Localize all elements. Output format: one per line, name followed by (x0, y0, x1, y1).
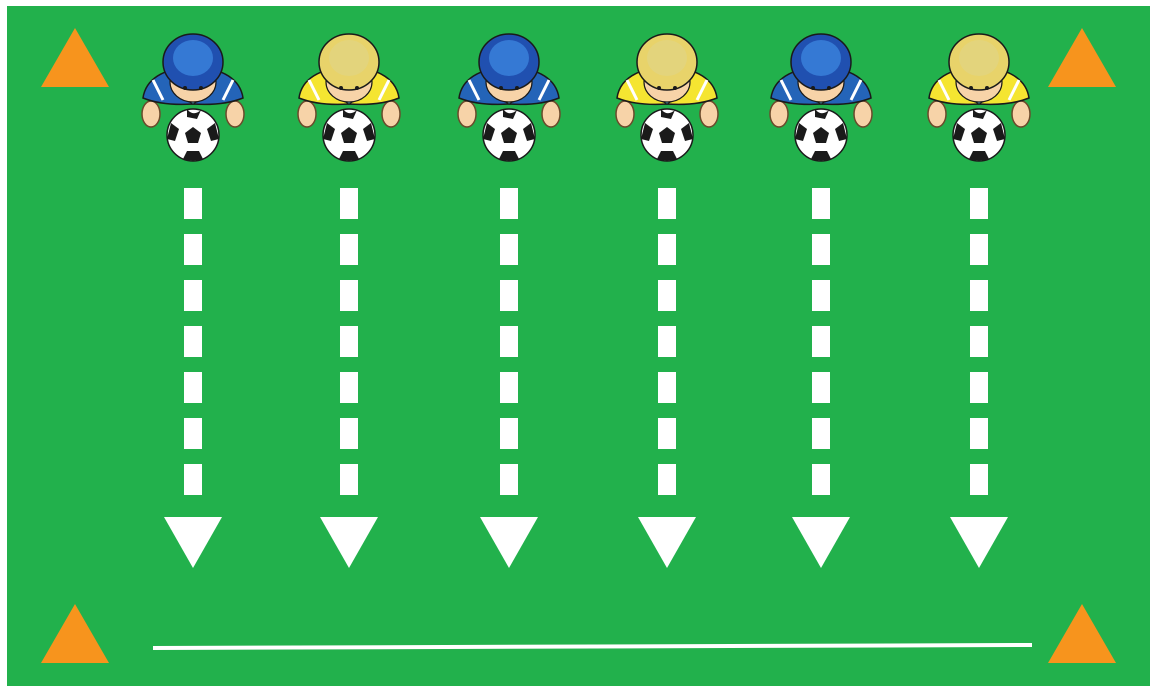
soccer-ball (795, 109, 847, 161)
soccer-ball (323, 109, 375, 161)
soccer-ball (483, 109, 535, 161)
player-hair-highlight (959, 40, 999, 76)
arrow-dash (970, 418, 988, 449)
player-right-eye (515, 86, 519, 90)
arrow-dash (184, 234, 202, 265)
arrow-dash (812, 372, 830, 403)
player-left-hand (298, 101, 316, 127)
arrow-dash (340, 188, 358, 219)
player-right-eye (199, 86, 203, 90)
arrow-dash (970, 188, 988, 219)
soccer-ball (953, 109, 1005, 161)
arrow-dash (340, 280, 358, 311)
player-right-eye (985, 86, 989, 90)
player-left-eye (183, 86, 187, 90)
arrow-dash (184, 372, 202, 403)
arrow-dash (184, 418, 202, 449)
arrow-dash (500, 372, 518, 403)
arrow-dash (658, 418, 676, 449)
player-hair-highlight (329, 40, 369, 76)
player-right-hand (700, 101, 718, 127)
arrow-dash (184, 280, 202, 311)
player-right-eye (673, 86, 677, 90)
arrow-dash (500, 464, 518, 495)
player-left-hand (142, 101, 160, 127)
arrow-dash (970, 234, 988, 265)
arrow-dash (970, 326, 988, 357)
player-left-eye (969, 86, 973, 90)
player-right-hand (382, 101, 400, 127)
player-hair-highlight (173, 40, 213, 76)
player-left-hand (616, 101, 634, 127)
soccer-ball (167, 109, 219, 161)
player-left-eye (339, 86, 343, 90)
player-left-hand (770, 101, 788, 127)
arrow-dash (340, 234, 358, 265)
arrow-dash (970, 280, 988, 311)
arrow-dash (658, 372, 676, 403)
player-right-hand (542, 101, 560, 127)
arrow-dash (340, 326, 358, 357)
dashed-arrow-shaft (970, 188, 988, 495)
player-left-eye (657, 86, 661, 90)
player-right-hand (1012, 101, 1030, 127)
dashed-arrow-shaft (658, 188, 676, 495)
arrow-dash (812, 464, 830, 495)
arrow-dash (500, 418, 518, 449)
arrow-dash (340, 464, 358, 495)
player-left-eye (499, 86, 503, 90)
arrow-dash (184, 188, 202, 219)
dashed-arrow-shaft (812, 188, 830, 495)
arrow-dash (812, 188, 830, 219)
arrow-dash (500, 326, 518, 357)
player-left-hand (928, 101, 946, 127)
dashed-arrow-shaft (184, 188, 202, 495)
player-right-eye (355, 86, 359, 90)
arrow-dash (184, 326, 202, 357)
arrow-dash (500, 234, 518, 265)
arrow-dash (970, 372, 988, 403)
player-hair-highlight (489, 40, 529, 76)
player-right-hand (854, 101, 872, 127)
arrow-dash (340, 372, 358, 403)
player-left-hand (458, 101, 476, 127)
arrow-dash (970, 464, 988, 495)
dashed-arrow-shaft (340, 188, 358, 495)
arrow-dash (500, 280, 518, 311)
player-right-hand (226, 101, 244, 127)
arrow-dash (184, 464, 202, 495)
arrow-dash (658, 188, 676, 219)
arrow-dash (658, 326, 676, 357)
player-right-eye (827, 86, 831, 90)
player-hair-highlight (801, 40, 841, 76)
arrow-dash (500, 188, 518, 219)
arrow-dash (812, 326, 830, 357)
player-left-eye (811, 86, 815, 90)
arrow-dash (812, 418, 830, 449)
arrow-dash (340, 418, 358, 449)
arrow-dash (812, 280, 830, 311)
arrow-dash (658, 280, 676, 311)
arrow-dash (812, 234, 830, 265)
dashed-arrow-shaft (500, 188, 518, 495)
arrow-dash (658, 464, 676, 495)
arrow-dash (658, 234, 676, 265)
player-hair-highlight (647, 40, 687, 76)
soccer-ball (641, 109, 693, 161)
